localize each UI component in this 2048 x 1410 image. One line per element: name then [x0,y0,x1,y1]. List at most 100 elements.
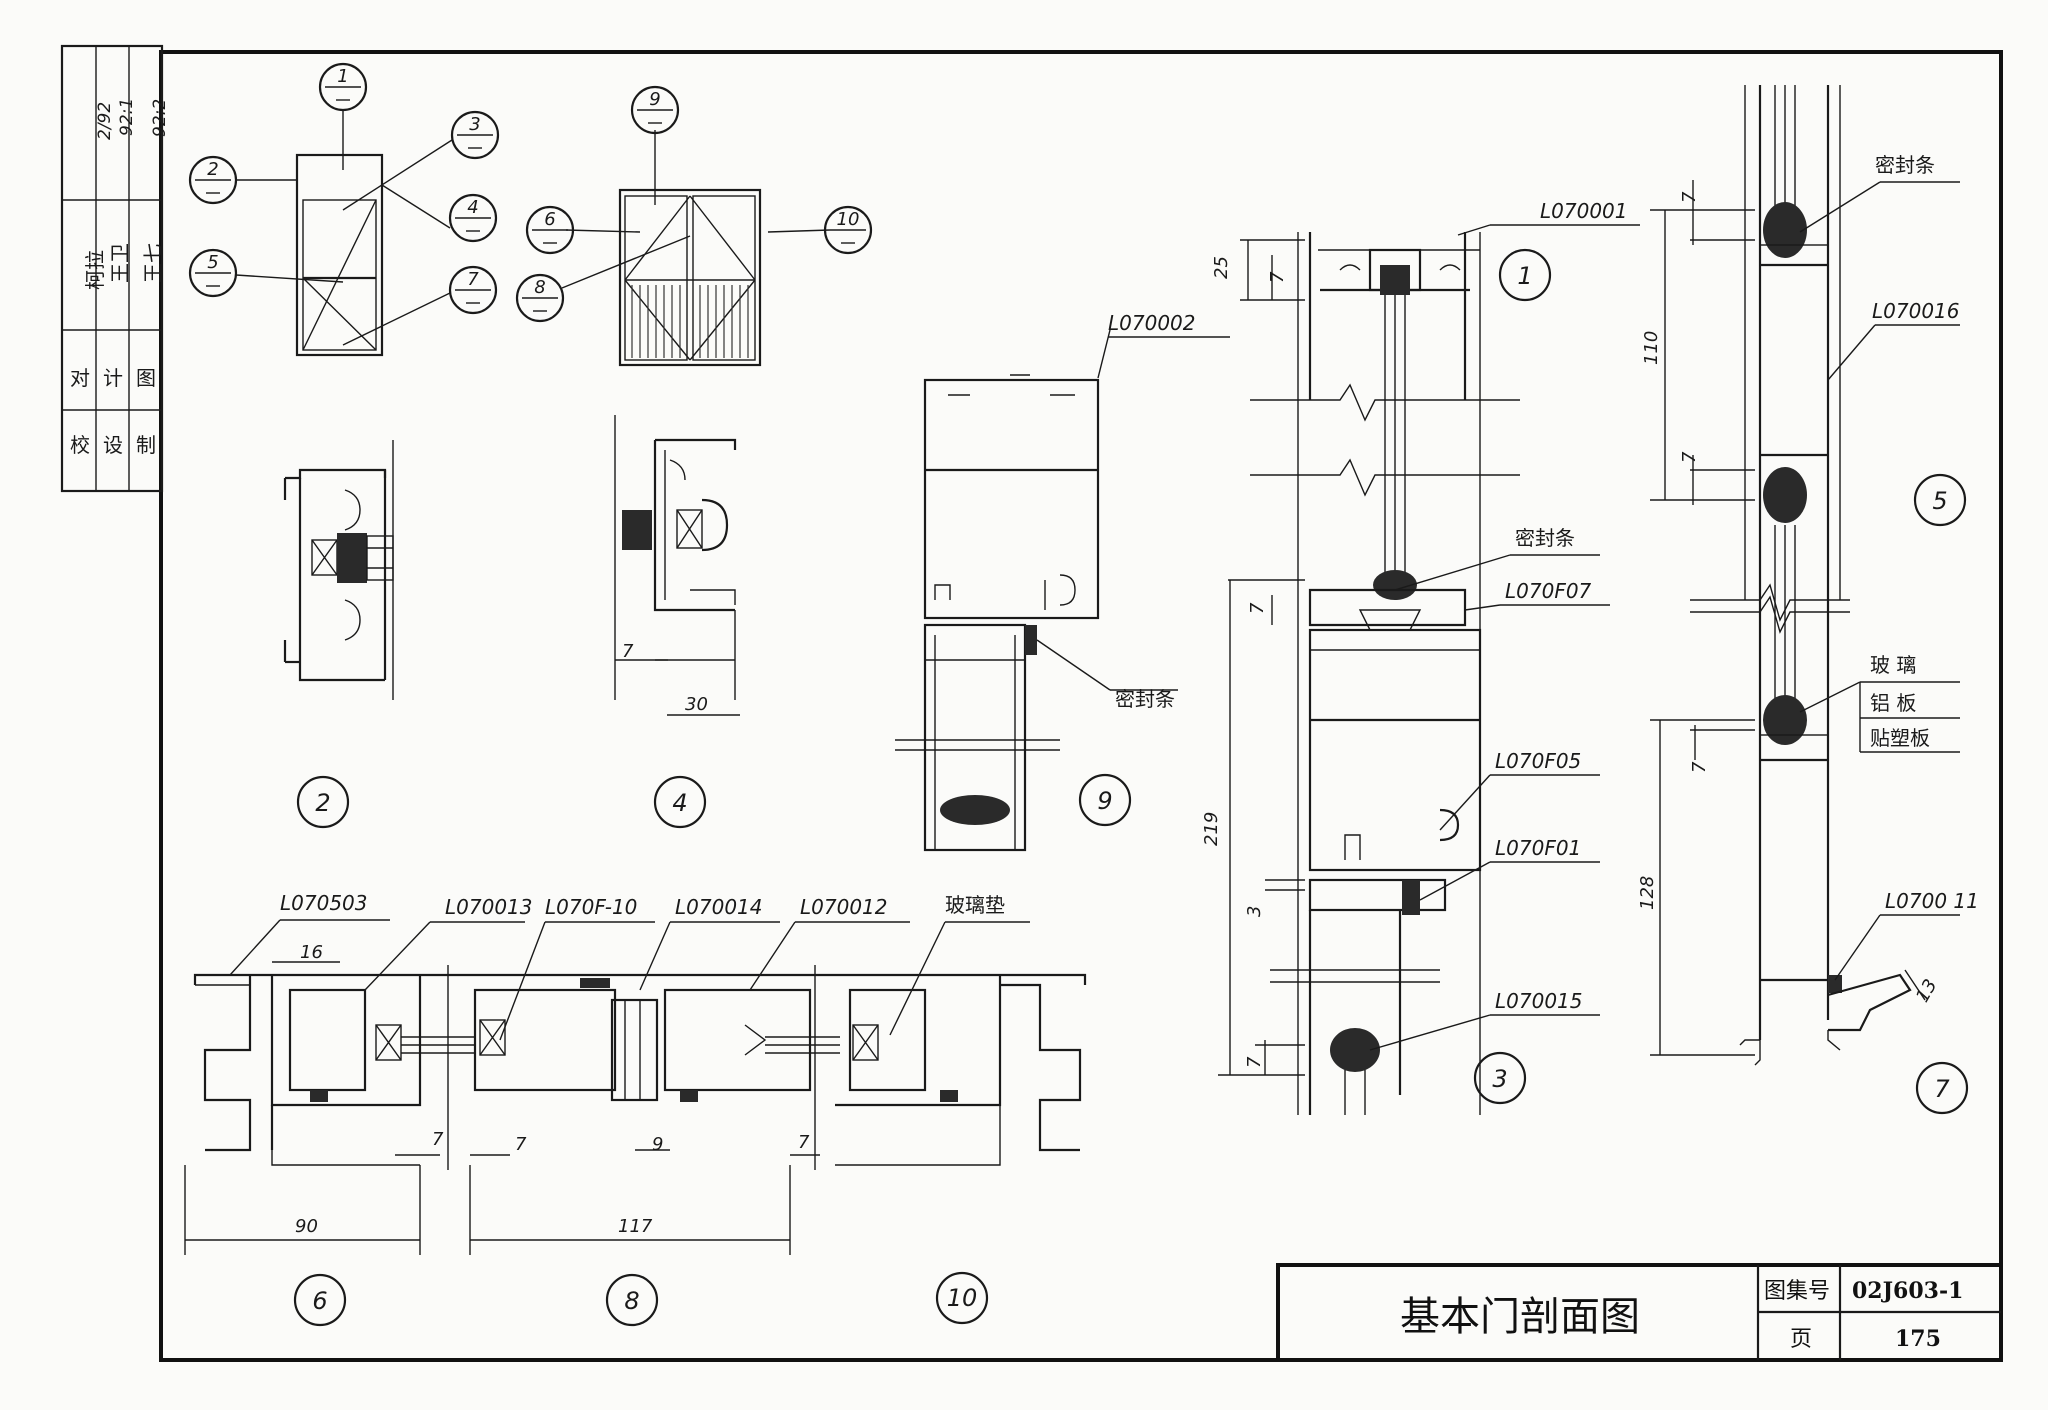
svg-text:9: 9 [1097,787,1112,815]
stamp-role-4: 计 [103,366,123,390]
dim-1-7: 7 [1267,271,1288,283]
section-9-number: 9 [1078,773,1132,827]
dim-7-7: 7 [1689,761,1710,773]
svg-text:8: 8 [534,277,545,298]
stamp-role-6: 图 [136,366,156,390]
dim-5-110: 110 [1641,331,1662,365]
label-seal-3: 密封条 [1515,526,1575,550]
section-8-number: 8 [605,1273,659,1327]
label-l070f07: L070F07 [1505,579,1592,603]
svg-text:5: 5 [1932,487,1947,515]
dim-7-128: 128 [1637,876,1658,910]
label-plastic-panel: 贴塑板 [1870,726,1930,750]
dim-10-7: 7 [798,1132,810,1153]
svg-text:5: 5 [207,252,218,273]
svg-text:1: 1 [1517,262,1532,290]
elev-b-marker-8: 8 [515,273,565,323]
dim-6-7: 7 [432,1129,444,1150]
stamp-role-2: 对 [70,366,90,390]
section-6-8-10-profile [184,961,1087,1255]
svg-text:2: 2 [207,159,218,180]
dim-4-7: 7 [622,641,634,662]
svg-text:4: 4 [467,197,478,218]
dim-5-7-top: 7 [1679,191,1700,203]
section-7-number: 7 [1915,1061,1969,1115]
title-block: 基本门剖面图 图集号 02J603-1 页 175 [1276,1263,2003,1362]
dim-4-30: 30 [685,694,708,715]
svg-text:6: 6 [312,1287,327,1315]
label-l070011: L0700 11 [1885,889,1979,913]
dim-3-219: 219 [1201,812,1222,846]
section-4-profile: 7 30 [614,415,740,716]
label-l070503: L070503 [280,891,368,915]
dim-7-13: 13 [1912,976,1942,1006]
stamp-code-2: 92:1 [117,98,137,136]
elev-b-marker-6: 6 [525,205,575,255]
svg-text:8: 8 [624,1287,639,1315]
dim-8-9: 9 [652,1134,663,1155]
svg-text:10: 10 [837,209,860,230]
label-l070016: L070016 [1872,299,1960,323]
dim-8-7: 7 [515,1134,527,1155]
label-l070015: L070015 [1495,989,1583,1013]
elev-a-marker-4: 4 [448,193,498,243]
elev-b-marker-10: 10 [823,205,873,255]
elev-a-marker-3: 3 [450,110,500,160]
elev-a-marker-7: 7 [448,265,498,315]
svg-text:3: 3 [1492,1065,1507,1093]
label-seal-5: 密封条 [1875,153,1935,177]
label-l070014: L070014 [675,895,763,919]
section-3-number: 3 [1473,1051,1527,1105]
dim-3-3: 3 [1244,906,1265,917]
svg-text:7: 7 [1934,1075,1950,1103]
label-l070012: L070012 [800,895,888,919]
section-2-number: 2 [296,775,350,829]
elev-a-marker-5: 5 [188,248,238,298]
stamp-role-5: 制 [136,433,156,457]
svg-text:10: 10 [947,1284,978,1312]
label-l070f10: L070F-10 [545,895,637,919]
label-seal-9: 密封条 [1115,687,1175,711]
label-glass: 玻 璃 [1870,653,1916,677]
svg-text:7: 7 [467,269,479,290]
section-6-number: 6 [293,1273,347,1327]
section-5-7-profile [1650,85,1926,1066]
atlas-number: 02J603-1 [1852,1278,1963,1304]
label-aluminium: 铝 板 [1870,691,1916,715]
svg-text:1: 1 [337,66,348,87]
dim-6-16: 16 [300,942,323,963]
stamp-signature-3: 王七 [141,243,165,283]
elev-a-marker-1: 1 [318,62,368,112]
label-l070001: L070001 [1540,199,1628,223]
elevation-b [561,130,831,367]
elev-a-marker-2: 2 [188,155,238,205]
section-5-number: 5 [1913,473,1967,527]
infill-legend: 玻 璃 铝 板 贴塑板 [1859,653,1960,753]
section-2-profile [283,440,394,700]
section-1-3-profile [1218,232,1520,1115]
drawing-title: 基本门剖面图 [1400,1294,1640,1340]
label-l070f01: L070F01 [1495,836,1581,860]
stamp-code-1: 2/92 [95,102,115,140]
stamp-role-3: 设 [103,433,123,457]
side-stamp: 校 对 设 计 制 图 柯拉 王卫 王七 2/92 92:1 92:2 [60,44,170,493]
section-4-number: 4 [653,775,707,829]
dim-8-117: 117 [618,1216,653,1237]
stamp-signature-1: 柯拉 [83,250,107,290]
dim-3-7-top: 7 [1247,602,1268,614]
label-l070f05: L070F05 [1495,749,1581,773]
dim-3-7-bottom: 7 [1244,1056,1265,1068]
label-l070013: L070013 [445,895,533,919]
svg-text:3: 3 [469,114,480,135]
section-10-number: 10 [935,1271,989,1325]
label-glass-pad: 玻璃垫 [945,893,1005,917]
page-number: 175 [1895,1326,1941,1352]
page-label: 页 [1790,1327,1812,1352]
elevation-a [235,110,453,357]
stamp-code-3: 92:2 [150,99,170,137]
dim-5-7-mid: 7 [1679,451,1700,463]
sheet-border [159,50,2003,1362]
elev-b-marker-9: 9 [630,85,680,135]
svg-text:4: 4 [672,789,687,817]
